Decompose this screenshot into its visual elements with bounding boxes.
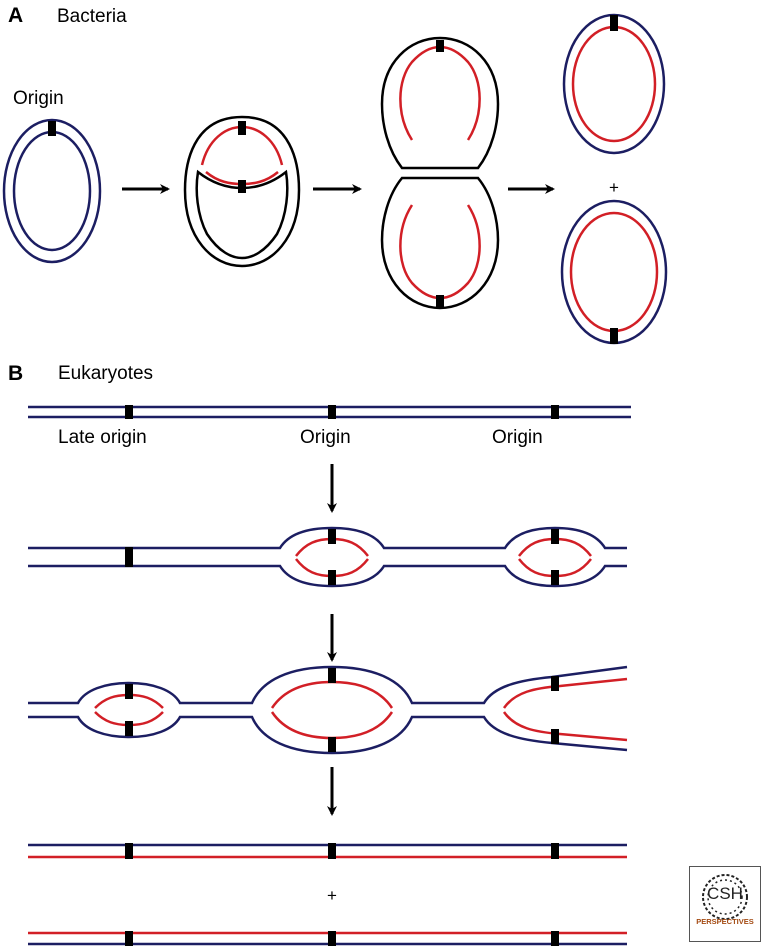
logo-text: CSH	[707, 884, 743, 903]
origin-marker	[328, 843, 336, 859]
origin-marker	[610, 15, 618, 31]
panel-a-title: Bacteria	[57, 6, 127, 27]
origin-marker	[551, 529, 559, 544]
origin-marker	[328, 668, 336, 683]
panel-b-letter: B	[8, 362, 24, 385]
panel-b-title: Eukaryotes	[58, 363, 154, 384]
eukaryote-row-1	[28, 405, 631, 419]
origin-marker	[328, 570, 336, 585]
origin-marker	[238, 180, 246, 193]
origin-marker	[551, 729, 559, 744]
origin-label-right: Origin	[492, 427, 543, 448]
bacteria-stage-2	[183, 115, 301, 268]
origin-marker	[125, 547, 133, 567]
bacteria-plus-sign: +	[609, 178, 619, 197]
origin-marker	[436, 40, 444, 52]
origin-marker	[125, 721, 133, 736]
origin-marker	[551, 405, 559, 419]
origin-marker	[125, 931, 133, 946]
origin-marker	[125, 405, 133, 419]
origin-marker	[125, 684, 133, 699]
origin-marker	[328, 529, 336, 544]
origin-marker	[551, 931, 559, 946]
origin-marker	[125, 843, 133, 859]
bacteria-stage-1	[2, 118, 102, 264]
eukaryote-row-3	[28, 665, 628, 755]
logo-subtitle: PERSPECTIVES	[696, 917, 754, 926]
origin-marker	[551, 570, 559, 585]
bacteria-stage-4	[560, 13, 668, 345]
origin-marker	[328, 737, 336, 752]
origin-marker	[610, 328, 618, 344]
origin-marker	[238, 121, 246, 135]
origin-marker	[551, 843, 559, 859]
dna-ring-icon	[702, 874, 748, 920]
origin-marker	[48, 121, 56, 136]
eukaryote-row-4	[28, 843, 627, 946]
bacteria-origin-label: Origin	[13, 88, 64, 109]
csh-perspectives-logo: CSH PERSPECTIVES	[689, 866, 761, 942]
origin-marker	[328, 405, 336, 419]
panel-a-letter: A	[8, 4, 24, 27]
bacteria-stage-3	[380, 36, 500, 310]
origin-marker	[551, 676, 559, 691]
origin-label-middle: Origin	[300, 427, 351, 448]
origin-marker	[436, 295, 444, 307]
late-origin-label: Late origin	[58, 427, 147, 448]
eukaryote-row-2	[28, 526, 627, 588]
eukaryote-plus-sign: +	[327, 886, 337, 905]
origin-marker	[328, 931, 336, 946]
